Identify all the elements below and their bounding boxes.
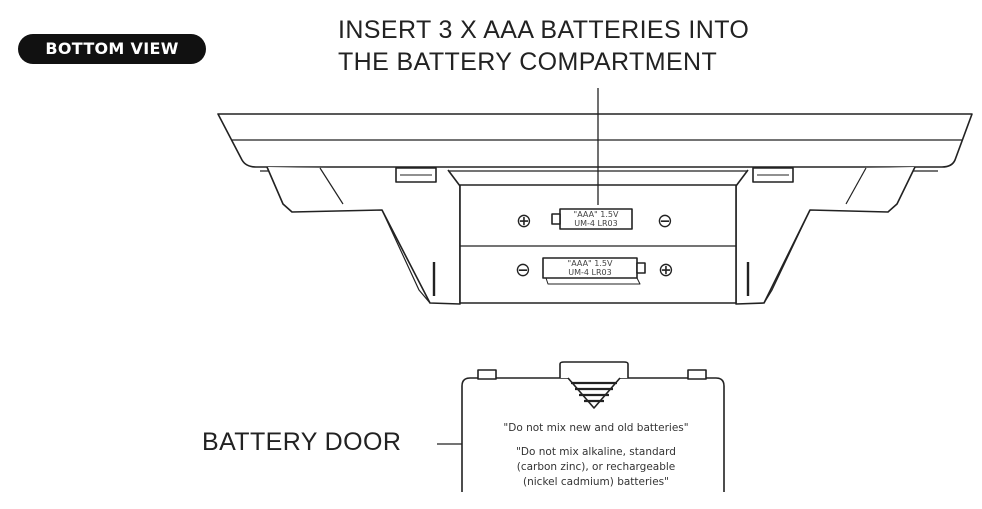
battery-door-label: BATTERY DOOR [202,428,402,456]
battery-1-right-terminal: ⊖ [657,210,673,232]
door-warning-2-line2: (carbon zinc), or rechargeable [516,461,676,473]
door-latch [559,361,629,378]
battery-1-label-line2: UM-4 LR03 [574,219,617,228]
battery-2-left-terminal: ⊖ [515,259,531,281]
door-tab-right [687,369,707,380]
compartment-callout-line1: INSERT 3 X AAA BATTERIES INTO [338,16,750,44]
device-left-foot [266,166,461,305]
door-tab-left [477,369,497,380]
compartment-callout-line2: THE BATTERY COMPARTMENT [338,48,718,76]
battery-1-left-terminal: ⊕ [516,210,532,232]
door-warning-2-line1: "Do not mix alkaline, standard [516,446,676,458]
compartment-callout: INSERT 3 X AAA BATTERIES INTO THE BATTER… [338,14,749,78]
door-warning-1: "Do not mix new and old batteries" [503,422,689,434]
battery-2-right-terminal: ⊕ [658,259,674,281]
door-warning-2-line3: (nickel cadmium) batteries" [523,476,669,488]
battery-1-label-line1: "AAA" 1.5V [574,210,619,219]
device-right-foot [735,166,916,305]
battery-2-label-line2: UM-4 LR03 [568,268,611,277]
battery-2-label-line1: "AAA" 1.5V [568,259,613,268]
bottom-view-badge: BOTTOM VIEW [18,34,206,64]
door-warning-2: "Do not mix alkaline, standard (carbon z… [476,445,716,490]
